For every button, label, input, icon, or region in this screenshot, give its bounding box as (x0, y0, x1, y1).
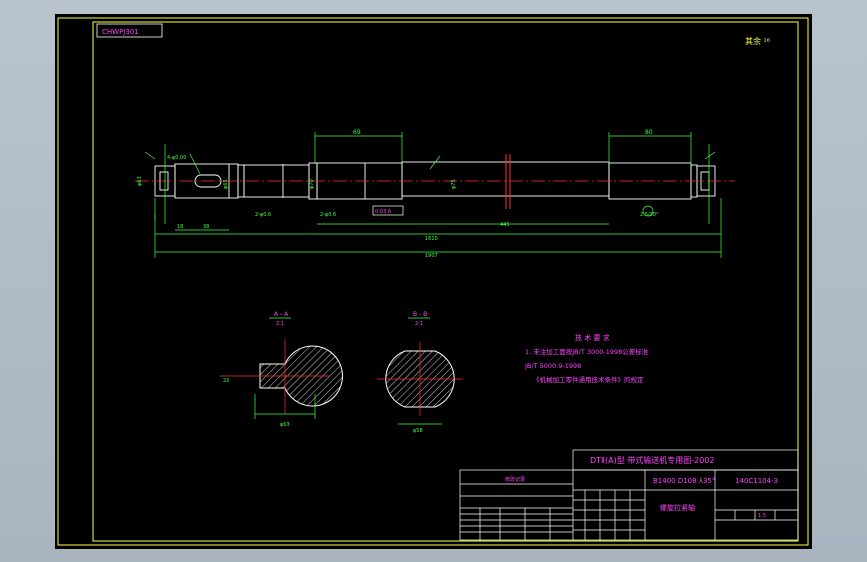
title-block-spec: B1400 D108 λ35° (653, 477, 715, 485)
section-b-profile (377, 342, 463, 425)
dim-l4: 2-φ0.6 (320, 212, 336, 218)
shaft-view (154, 161, 716, 200)
outer-border (57, 17, 809, 546)
dim-total-inner: 1610 (425, 236, 438, 242)
dim-l2: 38 (203, 224, 209, 230)
dim-seg-right: 80 (645, 129, 653, 136)
dimension-lines (144, 132, 722, 258)
dim-d1: φ63 (137, 176, 143, 186)
roughness-note: 其余 ¹⁶ (745, 36, 770, 46)
dim-seg-left: 69 (353, 129, 361, 136)
section-a-profile (220, 339, 343, 419)
title-block (459, 449, 799, 541)
dim-l3: 2-φ0.6 (255, 212, 271, 218)
tech-req-heading: 技 术 要 求 (575, 333, 610, 342)
tech-req-line2: JB/T 5000.9-1998 (524, 362, 581, 370)
dim-small-left: 4-φ0.00 (167, 155, 186, 161)
section-a-key-dim: 22 (223, 378, 229, 384)
title-block-drawing-no: 140C1104-3 (735, 477, 778, 485)
tech-req-line1: 1. 未注加工面按JB/T 3000-1998公差标准 (525, 347, 649, 356)
code-box-text: CHWPJ301 (102, 28, 139, 36)
tolerance-text: 0.03 A (375, 209, 392, 215)
title-block-part-name: 螺旋拉紧轴 (660, 503, 695, 512)
dim-l1: 18 (177, 224, 183, 230)
title-block-scale: 1:5 (758, 513, 766, 519)
title-block-title: DTⅡ(A)型 带式输送机专用图-2002 (590, 455, 715, 465)
section-a-width-dim: φ63 (280, 422, 290, 428)
section-b-title: B - B (413, 311, 427, 318)
dim-right: 2.5/30° (640, 212, 659, 218)
code-box (96, 23, 163, 38)
section-b-scale: 2:1 (415, 321, 423, 327)
inner-border (92, 21, 799, 542)
tolerance-frame (372, 205, 404, 216)
dim-d2: φ65 (223, 179, 229, 189)
dim-d4: φ75 (451, 179, 457, 189)
section-a-scale: 2:1 (276, 321, 284, 327)
title-block-revision-heading: 修改记录 (505, 476, 525, 483)
section-a-title: A - A (274, 311, 289, 318)
dim-mid: 445 (500, 222, 510, 228)
tech-req-line3: 《机械加工零件通用技术条件》的规定 (533, 375, 644, 384)
dim-d3: φ70 (309, 179, 315, 189)
dim-total-overall: 1907 (425, 253, 438, 259)
engineering-drawing: CHWPJ301 其余 ¹⁶ (57, 17, 809, 546)
cad-viewport[interactable]: CHWPJ301 其余 ¹⁶ (55, 14, 812, 549)
section-b-width-dim: φ58 (413, 428, 423, 434)
